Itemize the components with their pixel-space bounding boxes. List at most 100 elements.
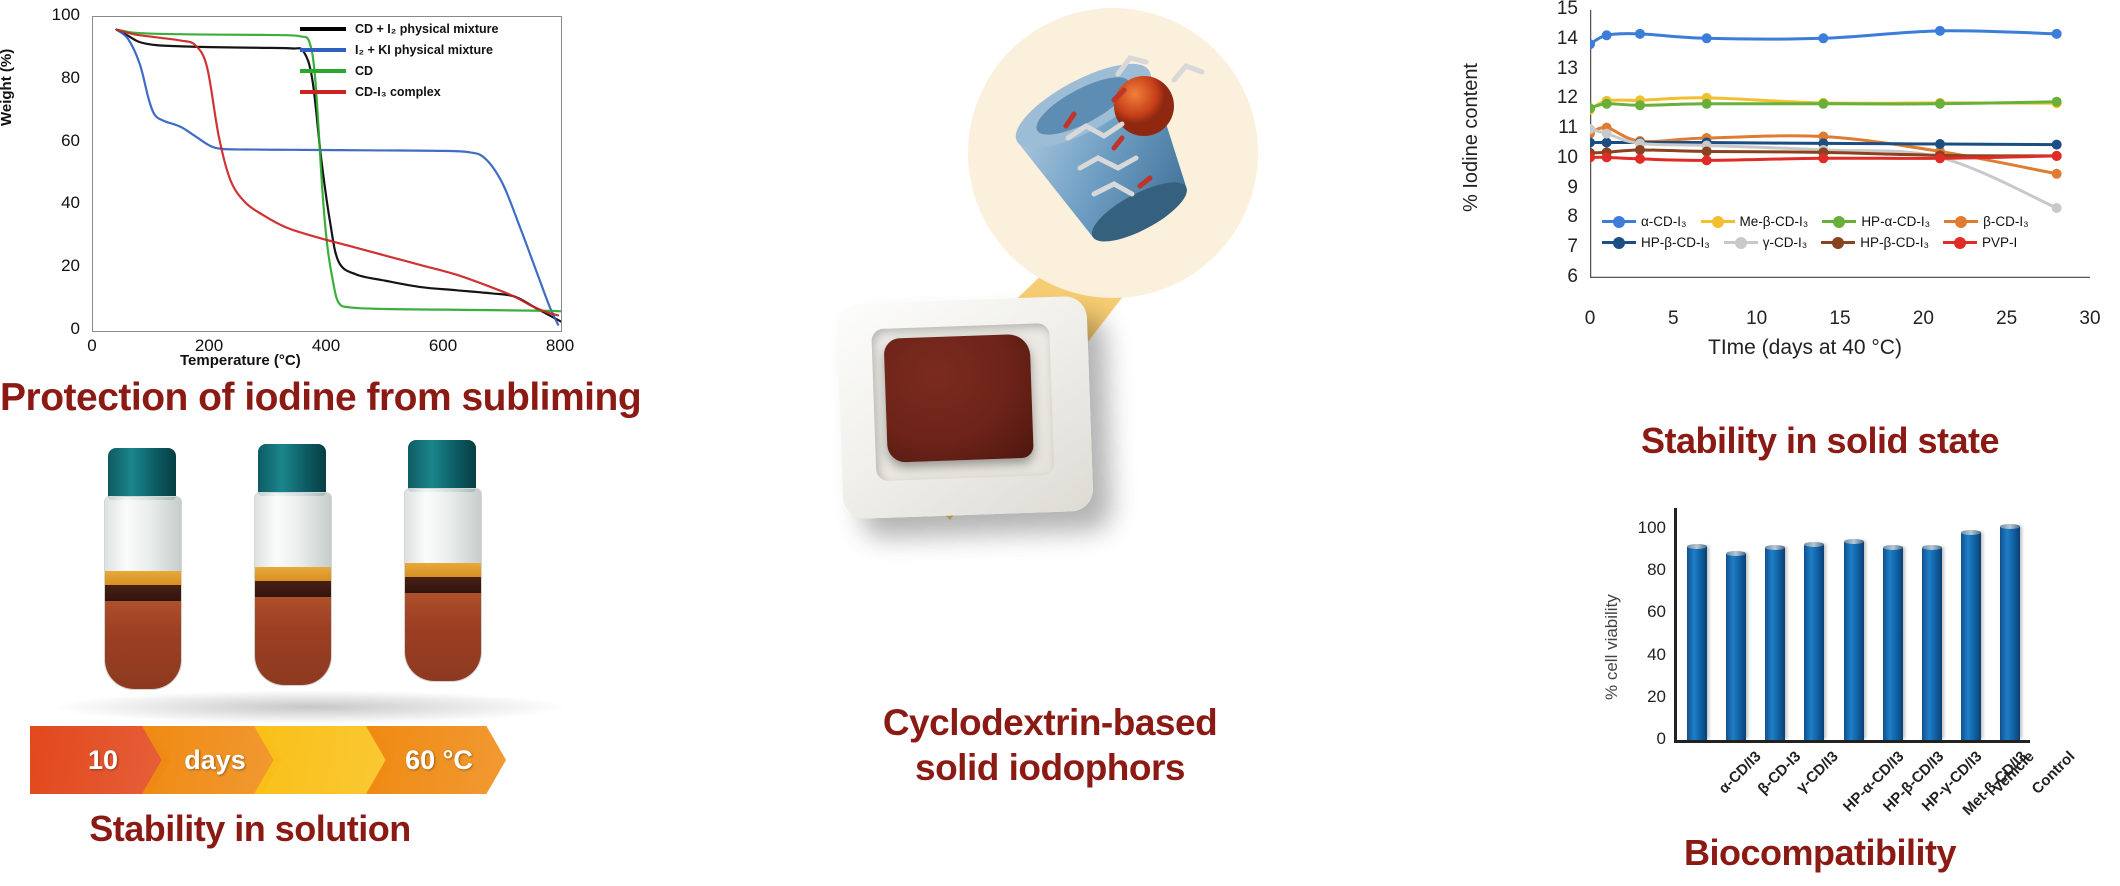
vial-yellow-layer xyxy=(105,571,181,585)
tga-y-tick: 0 xyxy=(70,319,80,338)
stability-y-tick: 9 xyxy=(1567,176,1578,198)
stability-legend-label: β-CD-I₃ xyxy=(1983,214,2029,229)
stability-legend-swatch xyxy=(1602,216,1636,227)
heading-stability-solution: Stability in solution xyxy=(89,808,411,849)
bars-x-label: β-CD-I3 xyxy=(1754,748,1805,798)
stability-legend-label: HP-β-CD-I₃ xyxy=(1641,235,1710,250)
tga-series-svg xyxy=(115,28,561,326)
stability-point xyxy=(1818,98,1829,109)
arrow-segment-0: 10 xyxy=(30,726,170,794)
stability-y-tick: 14 xyxy=(1556,27,1578,49)
vial-cap xyxy=(408,440,476,492)
tga-legend-item: CD xyxy=(300,64,498,78)
tga-series-1 xyxy=(115,28,560,326)
stability-x-tick: 25 xyxy=(1996,308,2018,329)
sample-tray-photo xyxy=(836,295,1120,550)
stability-y-tick: 12 xyxy=(1556,87,1578,109)
stability-legend-item: HP-β-CD-I₃ xyxy=(1821,235,1929,250)
stability-point xyxy=(1635,153,1645,164)
stability-y-tick: 13 xyxy=(1556,57,1578,79)
vial-liquid xyxy=(405,589,481,681)
stability-legend-swatch xyxy=(1944,216,1979,227)
vial-shadow xyxy=(50,690,570,724)
vial-yellow-layer xyxy=(405,563,481,577)
bar xyxy=(1725,551,1746,740)
bars-plot-area xyxy=(1674,508,2030,743)
bars-x-label: Control xyxy=(2028,748,2079,798)
tga-y-tick: 20 xyxy=(61,256,80,276)
stability-y-tick: 10 xyxy=(1556,146,1578,168)
stability-point xyxy=(1701,33,1712,44)
tga-x-tick: 0 xyxy=(87,336,97,355)
stability-legend-label: HP-α-CD-I₃ xyxy=(1861,214,1931,229)
bar-cap xyxy=(1882,545,1903,551)
tga-series-0 xyxy=(115,28,561,323)
stability-legend-label: PVP-I xyxy=(1982,235,2018,250)
tga-legend-label: CD xyxy=(355,64,374,78)
stability-x-tick: 0 xyxy=(1584,308,1596,329)
bars-y-tick: 20 xyxy=(1647,686,1666,706)
tga-legend-label: CD-I₃ complex xyxy=(355,85,441,99)
tga-legend-swatch xyxy=(300,48,346,52)
stability-point xyxy=(1935,98,1945,109)
heading-biocompatibility: Biocompatibility xyxy=(1683,832,1957,873)
bar xyxy=(1882,545,1903,740)
bars-y-axis-label: % cell viability xyxy=(1602,594,1621,700)
stability-point xyxy=(2051,203,2062,214)
stability-legend-item: PVP-I xyxy=(1943,235,2017,250)
bar xyxy=(2000,523,2021,740)
stability-point xyxy=(2051,28,2062,39)
stability-point xyxy=(1635,100,1645,111)
heading-protection: Protection of iodine from subliming xyxy=(0,376,642,419)
vial-solid-layer xyxy=(405,575,481,593)
tga-x-tick: 800 xyxy=(545,336,575,355)
stability-point xyxy=(1935,25,1945,36)
iodophor-powder xyxy=(883,333,1034,463)
stability-point xyxy=(1701,98,1712,109)
stability-y-tick: 7 xyxy=(1567,236,1578,258)
bar xyxy=(1921,545,1942,740)
bar xyxy=(1804,541,1825,740)
stability-legend-item: α-CD-I₃ xyxy=(1602,214,1687,229)
stability-legend-swatch xyxy=(1943,237,1978,248)
center-caption-line2: solid iodophors xyxy=(915,747,1185,789)
stability-legend-label: α-CD-I₃ xyxy=(1641,214,1687,229)
center-caption-line1: Cyclodextrin-based xyxy=(882,702,1218,743)
stability-legend-swatch xyxy=(1723,237,1758,248)
tga-x-tick: 200 xyxy=(194,336,224,355)
bar-cap xyxy=(1843,538,1864,544)
stability-y-tick: 15 xyxy=(1556,0,1578,19)
cyclodextrin-molecule-circle xyxy=(968,8,1258,298)
stability-legend-item: HP-β-CD-I₃ xyxy=(1602,235,1710,250)
stability-x-tick: 10 xyxy=(1746,308,1768,329)
arrow-segment-1: days xyxy=(142,726,282,794)
stability-point xyxy=(1585,137,1595,148)
vial-solid-layer xyxy=(105,583,181,601)
condition-arrow-banner: 10 days 60 °C xyxy=(30,726,506,794)
stability-point xyxy=(2051,139,2062,150)
tga-legend-swatch xyxy=(300,90,346,94)
bar xyxy=(1843,538,1864,740)
stability-x-tick: 5 xyxy=(1668,308,1679,329)
stability-point xyxy=(1818,33,1829,44)
center-illustration: Cyclodextrin-based solid iodophors xyxy=(770,0,1330,788)
stability-x-tick: 30 xyxy=(2079,308,2101,329)
arrow-segment-label: 60 °C xyxy=(405,744,473,775)
stability-legend-item: HP-α-CD-I₃ xyxy=(1822,214,1930,229)
bars-y-tick: 80 xyxy=(1647,560,1666,580)
stability-point xyxy=(1818,131,1829,142)
heading-center: Cyclodextrin-based solid iodophors xyxy=(770,700,1330,790)
bar-cap xyxy=(1921,545,1942,551)
vial-1 xyxy=(100,448,184,690)
stability-point xyxy=(1601,137,1612,148)
stability-legend-label: HP-β-CD-I₃ xyxy=(1860,235,1930,250)
arrow-segment-label: days xyxy=(184,744,246,775)
vial-2 xyxy=(250,444,334,686)
stability-point xyxy=(1935,153,1945,164)
bars-y-tick: 40 xyxy=(1647,644,1666,664)
weigh-boat xyxy=(836,295,1094,520)
